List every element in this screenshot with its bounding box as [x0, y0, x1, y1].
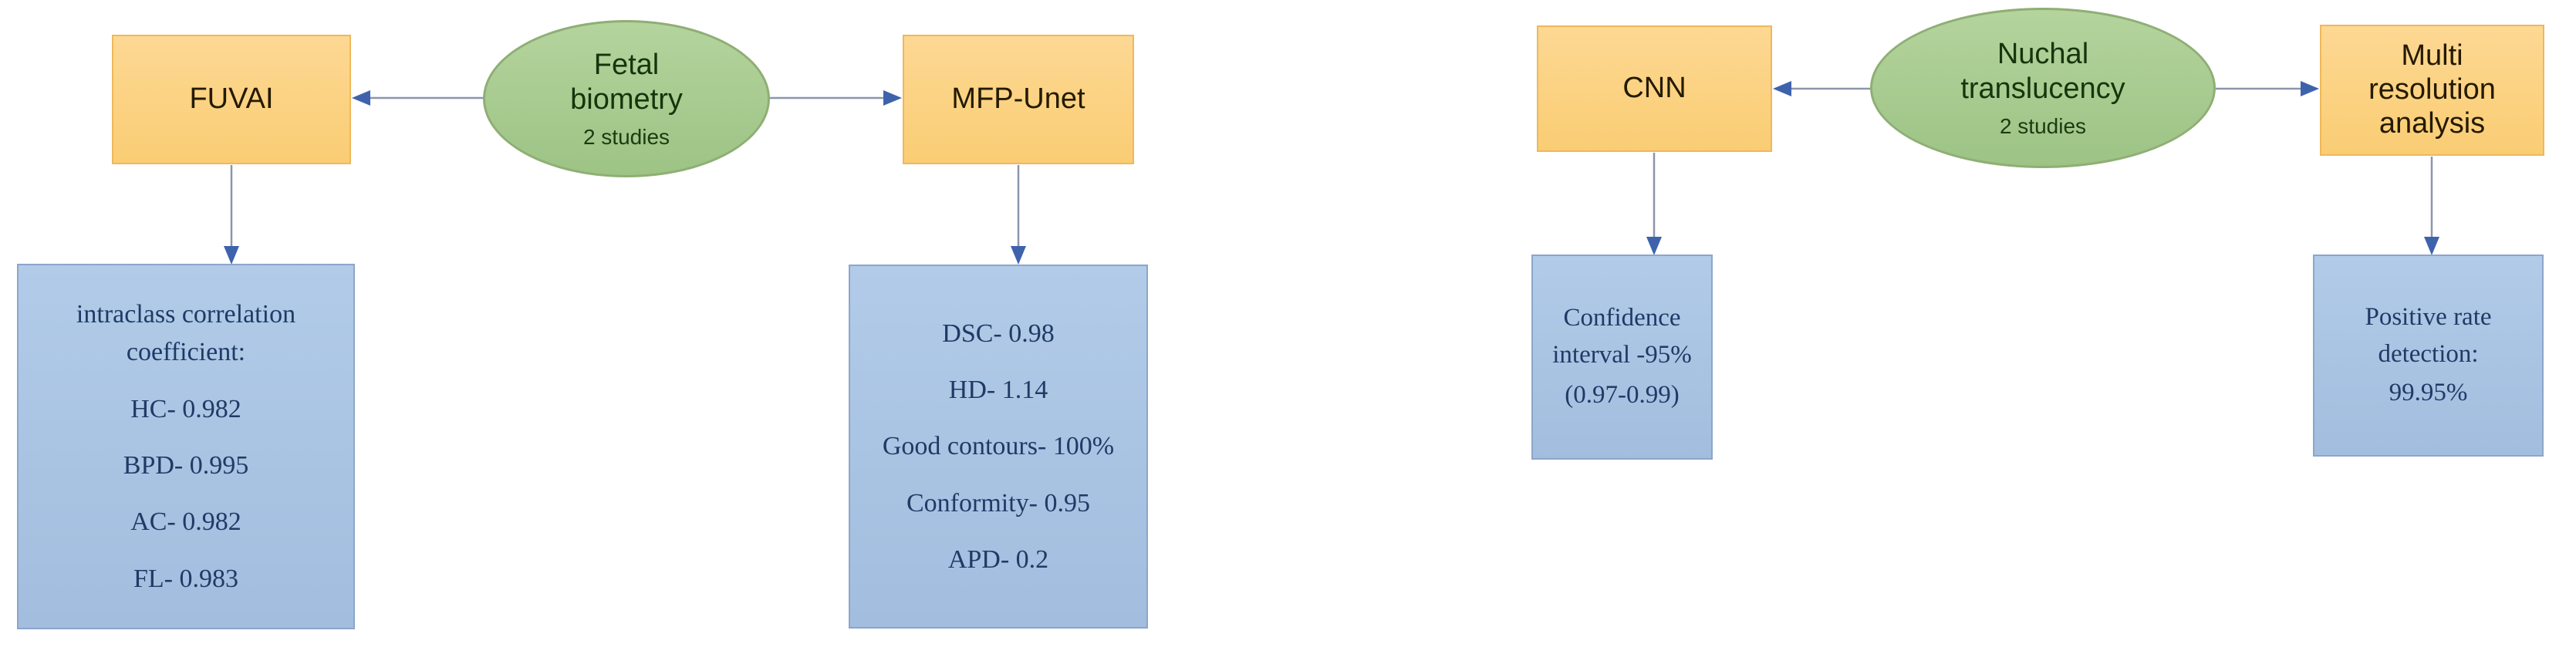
topic-title: Nuchal translucency	[1960, 37, 2125, 106]
result-line: BPD- 0.995	[123, 451, 249, 480]
arrow-multi-resolution-to-result	[2424, 157, 2439, 255]
arrow-nuchal-to-multi-resolution	[2216, 81, 2319, 96]
result-line: APD- 0.2	[947, 544, 1049, 574]
method-node-fuvai: FUVAI	[112, 35, 351, 164]
method-node-mfp-unet-label: MFP-Unet	[951, 83, 1085, 116]
result-line: Good contours- 100%	[882, 432, 1115, 461]
result-line: HC- 0.982	[130, 394, 241, 423]
arrow-fetal-biometry-to-mfp-unet	[770, 90, 902, 106]
arrow-nuchal-to-cnn	[1773, 81, 1871, 96]
result-line: DSC- 0.98	[942, 319, 1055, 348]
topic-ellipse-fetal-biometry: Fetal biometry 2 studies	[483, 20, 770, 177]
result-line: Conformity- 0.95	[906, 488, 1090, 517]
arrow-fuvai-to-result	[224, 165, 239, 265]
topic-ellipse-nuchal-translucency: Nuchal translucency 2 studies	[1870, 8, 2216, 168]
result-line: intraclass correlation coefficient:	[76, 300, 296, 367]
topic-study-count: 2 studies	[1999, 113, 2087, 138]
result-line: HD- 1.14	[948, 376, 1048, 405]
result-box-fuvai: intraclass correlation coefficient: HC- …	[17, 264, 355, 629]
method-node-mfp-unet: MFP-Unet	[903, 35, 1134, 164]
result-line: 99.95%	[2389, 378, 2468, 406]
result-line: Confidence interval -95%	[1552, 304, 1692, 369]
result-line: (0.97-0.99)	[1565, 380, 1680, 409]
method-node-cnn-label: CNN	[1622, 72, 1686, 105]
result-line: AC- 0.982	[130, 507, 241, 537]
arrow-cnn-to-result	[1646, 153, 1662, 255]
method-node-multi-resolution: Multi resolution analysis	[2320, 25, 2544, 156]
arrow-mfp-unet-to-result	[1011, 165, 1026, 265]
arrow-fetal-biometry-to-fuvai	[352, 90, 484, 106]
result-line: Positive rate detection:	[2365, 303, 2492, 369]
result-box-multi-resolution: Positive rate detection: 99.95%	[2313, 255, 2544, 457]
method-node-fuvai-label: FUVAI	[189, 83, 274, 116]
method-node-cnn: CNN	[1537, 25, 1772, 152]
topic-study-count: 2 studies	[582, 124, 670, 149]
result-line: FL- 0.983	[133, 564, 238, 593]
result-box-mfp-unet: DSC- 0.98 HD- 1.14 Good contours- 100% C…	[849, 265, 1148, 629]
method-node-multi-resolution-label: Multi resolution analysis	[2368, 39, 2496, 140]
topic-title: Fetal biometry	[570, 48, 683, 116]
result-box-cnn: Confidence interval -95% (0.97-0.99)	[1531, 255, 1713, 460]
